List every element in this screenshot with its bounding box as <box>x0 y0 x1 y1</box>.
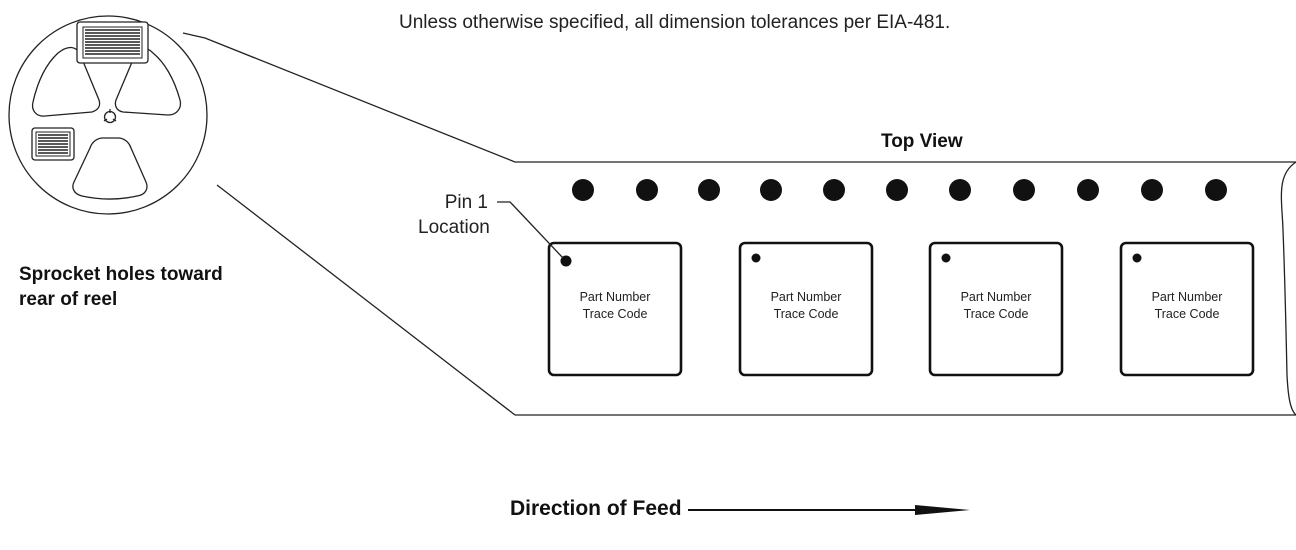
sprocket-hole <box>760 179 782 201</box>
pin1-dots <box>560 253 1142 267</box>
sprocket-hole <box>1077 179 1099 201</box>
carrier-tape <box>515 161 1296 416</box>
top-view-label: Top View <box>881 131 963 152</box>
sprocket-note-line1: Sprocket holes toward <box>19 264 223 285</box>
sprocket-hole <box>636 179 658 201</box>
sprocket-hole <box>698 179 720 201</box>
trace-code-text: Trace Code <box>582 307 648 321</box>
reel-window-left <box>31 46 101 117</box>
reel-label-top <box>76 21 149 64</box>
component-label: Part Number Trace Code <box>549 289 681 323</box>
pin1-label-line2: Location <box>418 217 490 238</box>
reel <box>8 15 208 215</box>
sprocket-hole <box>823 179 845 201</box>
pin1-dot <box>941 253 951 263</box>
reel-window-bottom <box>72 137 148 200</box>
reel-hub <box>103 110 117 124</box>
pin1-leader <box>497 201 564 259</box>
trace-code-text: Trace Code <box>1154 307 1220 321</box>
component-pocket <box>928 241 1064 377</box>
sprocket-hole <box>949 179 971 201</box>
part-number-text: Part Number <box>579 290 651 304</box>
tolerance-note: Unless otherwise specified, all dimensio… <box>399 12 951 33</box>
feed-arrow <box>688 505 970 515</box>
pin1-label-line1: Pin 1 <box>444 192 488 213</box>
direction-of-feed-label: Direction of Feed <box>510 497 682 520</box>
component-label: Part Number Trace Code <box>930 289 1062 323</box>
part-number-text: Part Number <box>770 290 842 304</box>
reel-outline <box>8 15 208 215</box>
sprocket-hole <box>1141 179 1163 201</box>
sprocket-note-line2: rear of reel <box>19 289 118 310</box>
pin1-dot <box>1132 253 1142 263</box>
pin1-dot <box>751 253 761 263</box>
part-number-text: Part Number <box>960 290 1032 304</box>
component-label: Part Number Trace Code <box>740 289 872 323</box>
component-pocket <box>1119 241 1255 377</box>
trace-code-text: Trace Code <box>963 307 1029 321</box>
trace-code-text: Trace Code <box>773 307 839 321</box>
projection-lines <box>182 32 516 416</box>
sprocket-note: Sprocket holes toward rear of reel <box>19 262 223 312</box>
part-number-text: Part Number <box>1151 290 1223 304</box>
component-pocket <box>547 241 683 377</box>
component-pocket <box>738 241 874 377</box>
sprocket-holes <box>572 179 1227 201</box>
sprocket-hole <box>1013 179 1035 201</box>
component-label: Part Number Trace Code <box>1121 289 1253 323</box>
sprocket-hole <box>886 179 908 201</box>
sprocket-hole <box>1205 179 1227 201</box>
pin1-dot <box>560 255 572 267</box>
pin1-label: Pin 1 Location <box>418 190 490 240</box>
component-pockets <box>547 241 1255 377</box>
sprocket-hole <box>572 179 594 201</box>
reel-label-side <box>31 127 75 161</box>
